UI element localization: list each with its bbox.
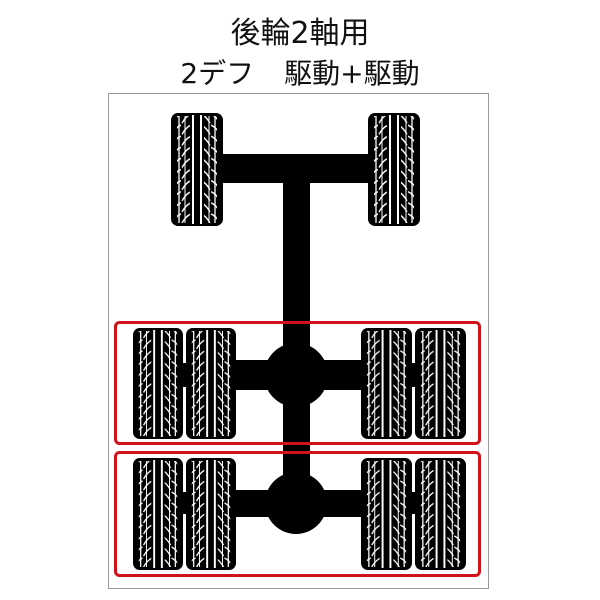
propeller-shaft xyxy=(283,158,310,503)
tire-front-right xyxy=(368,113,420,226)
drive-config-label: 駆動+駆動 xyxy=(284,57,420,90)
tire-front-left xyxy=(171,113,223,226)
diagram-subtitle: 2デフ駆動+駆動 xyxy=(0,55,600,93)
tire-rear1-right-inner xyxy=(361,328,412,439)
differential-1 xyxy=(264,343,328,407)
tire-rear1-right-outer xyxy=(415,328,466,439)
tire-rear2-right-outer xyxy=(415,458,466,570)
tire-rear1-left-inner xyxy=(186,328,236,439)
front-axle xyxy=(171,113,420,226)
diagram-title: 後輪2軸用 xyxy=(230,16,370,51)
tire-rear2-left-outer xyxy=(133,458,183,570)
drive-axle-highlight-1 xyxy=(114,321,481,445)
tire-rear2-right-inner xyxy=(361,458,412,570)
differential-2 xyxy=(265,472,327,534)
tire-rear1-left-outer xyxy=(133,328,183,439)
differential-count-label: 2デフ xyxy=(180,57,255,90)
drive-axle-highlight-2 xyxy=(114,451,481,577)
rear-axle-1 xyxy=(114,321,481,445)
rear-axle-2 xyxy=(114,451,481,577)
front-axle-beam xyxy=(220,154,370,183)
tire-rear2-left-inner xyxy=(186,458,236,570)
